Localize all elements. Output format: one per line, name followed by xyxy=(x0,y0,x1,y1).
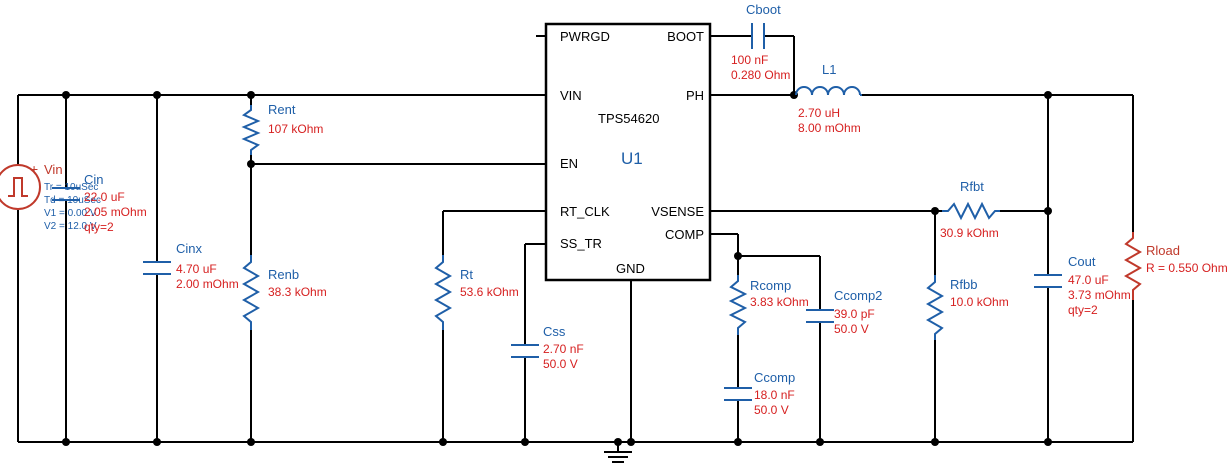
chip-part-number: TPS54620 xyxy=(598,111,659,126)
capacitor-ccomp: Ccomp 18.0 nF 50.0 V xyxy=(724,370,795,417)
cboot-esr: 0.280 Ohm xyxy=(731,68,790,82)
resistor-rcomp: Rcomp 3.83 kOhm xyxy=(728,275,809,335)
ccomp2-label: Ccomp2 xyxy=(834,288,882,303)
rt-value: 53.6 kOhm xyxy=(460,285,519,299)
capacitor-cin: Cin 22.0 uF 2.05 mOhm qty=2 xyxy=(52,172,147,234)
vin-v1: V1 = 0.00 V xyxy=(44,208,97,219)
junction-dot xyxy=(931,207,939,215)
resistor-rfbb: Rfbb 10.0 kOhm xyxy=(925,275,1009,340)
rfbt-label: Rfbt xyxy=(960,179,984,194)
junction-dot xyxy=(247,438,255,446)
resistor-rload: Rload R = 0.550 Ohm xyxy=(1123,232,1228,300)
pin-pwrgd: PWRGD xyxy=(560,29,610,44)
cout-esr: 3.73 mOhm xyxy=(1068,288,1131,302)
cinx-value: 4.70 uF xyxy=(176,262,217,276)
resistor-renb: Renb 38.3 kOhm xyxy=(241,255,327,330)
cout-label: Cout xyxy=(1068,254,1096,269)
junction-dot xyxy=(247,91,255,99)
junction-dot xyxy=(439,438,447,446)
capacitor-ccomp2: Ccomp2 39.0 pF 50.0 V xyxy=(806,288,882,336)
junction-dot xyxy=(1044,438,1052,446)
junction-dot xyxy=(931,438,939,446)
cin-esr: 2.05 mOhm xyxy=(84,205,147,219)
rfbt-value: 30.9 kOhm xyxy=(940,226,999,240)
capacitor-css: Css 2.70 nF 50.0 V xyxy=(511,324,584,371)
junction-dot xyxy=(1044,91,1052,99)
cout-qty: qty=2 xyxy=(1068,303,1098,317)
cboot-value: 100 nF xyxy=(731,53,768,67)
pin-rt-clk: RT_CLK xyxy=(560,204,610,219)
capacitor-cinx: Cinx 4.70 uF 2.00 mOhm xyxy=(143,241,239,291)
junction-dot xyxy=(247,160,255,168)
rfbb-value: 10.0 kOhm xyxy=(950,295,1009,309)
junction-dot xyxy=(521,438,529,446)
resistor-rt: Rt 53.6 kOhm xyxy=(433,255,519,330)
l1-value: 2.70 uH xyxy=(798,106,840,120)
cinx-esr: 2.00 mOhm xyxy=(176,277,239,291)
cin-value: 22.0 uF xyxy=(84,190,125,204)
chip-ref: U1 xyxy=(621,149,643,168)
rload-label: Rload xyxy=(1146,243,1180,258)
pin-boot: BOOT xyxy=(667,29,704,44)
rcomp-value: 3.83 kOhm xyxy=(750,295,809,309)
pin-vin: VIN xyxy=(560,88,582,103)
pin-vsense: VSENSE xyxy=(651,204,704,219)
l1-label: L1 xyxy=(822,62,836,77)
wires xyxy=(17,35,1134,452)
rfbb-label: Rfbb xyxy=(950,277,977,292)
vin-plus-sign: + xyxy=(30,161,38,177)
pin-ss-tr: SS_TR xyxy=(560,236,602,251)
rent-value: 107 kOhm xyxy=(268,122,323,136)
css-value: 2.70 nF xyxy=(543,342,584,356)
junction-dot xyxy=(62,438,70,446)
cboot-label: Cboot xyxy=(746,2,781,17)
capacitor-cboot: Cboot 100 nF 0.280 Ohm xyxy=(731,2,790,82)
junction-dot xyxy=(614,438,622,446)
cin-qty: qty=2 xyxy=(84,220,114,234)
pin-ph: PH xyxy=(686,88,704,103)
vin-label: Vin xyxy=(44,162,63,177)
rent-label: Rent xyxy=(268,102,296,117)
pin-comp: COMP xyxy=(665,227,704,242)
cinx-label: Cinx xyxy=(176,241,203,256)
ccomp2-value: 39.0 pF xyxy=(834,307,875,321)
rcomp-label: Rcomp xyxy=(750,278,791,293)
ground-symbol xyxy=(604,451,632,463)
renb-label: Renb xyxy=(268,267,299,282)
junction-dot xyxy=(734,438,742,446)
cout-value: 47.0 uF xyxy=(1068,273,1109,287)
ccomp2-voltage: 50.0 V xyxy=(834,322,869,336)
rt-label: Rt xyxy=(460,267,473,282)
css-voltage: 50.0 V xyxy=(543,357,578,371)
junction-dot xyxy=(153,438,161,446)
junction-dot xyxy=(734,252,742,260)
resistor-rent: Rent 107 kOhm xyxy=(241,102,323,155)
capacitor-cout: Cout 47.0 uF 3.73 mOhm qty=2 xyxy=(1034,254,1131,317)
pin-en: EN xyxy=(560,156,578,171)
renb-value: 38.3 kOhm xyxy=(268,285,327,299)
junction-dot xyxy=(1044,207,1052,215)
junction-dot xyxy=(816,438,824,446)
junction-dot xyxy=(627,438,635,446)
chip-u1: PWRGD BOOT VIN PH TPS54620 U1 EN RT_CLK … xyxy=(544,22,712,282)
resistor-rfbt: Rfbt 30.9 kOhm xyxy=(940,179,1000,240)
ccomp-label: Ccomp xyxy=(754,370,795,385)
ccomp-value: 18.0 nF xyxy=(754,388,795,402)
css-label: Css xyxy=(543,324,566,339)
pin-gnd: GND xyxy=(616,261,645,276)
cin-label: Cin xyxy=(84,172,104,187)
junction-dots xyxy=(62,91,1052,446)
rload-value: R = 0.550 Ohm xyxy=(1146,261,1228,275)
junction-dot xyxy=(153,91,161,99)
vin-v2: V2 = 12.0 V xyxy=(44,221,97,232)
junction-dot xyxy=(62,91,70,99)
inductor-l1: L1 2.70 uH 8.00 mOhm xyxy=(795,62,862,135)
l1-dcr: 8.00 mOhm xyxy=(798,121,861,135)
ccomp-voltage: 50.0 V xyxy=(754,403,789,417)
